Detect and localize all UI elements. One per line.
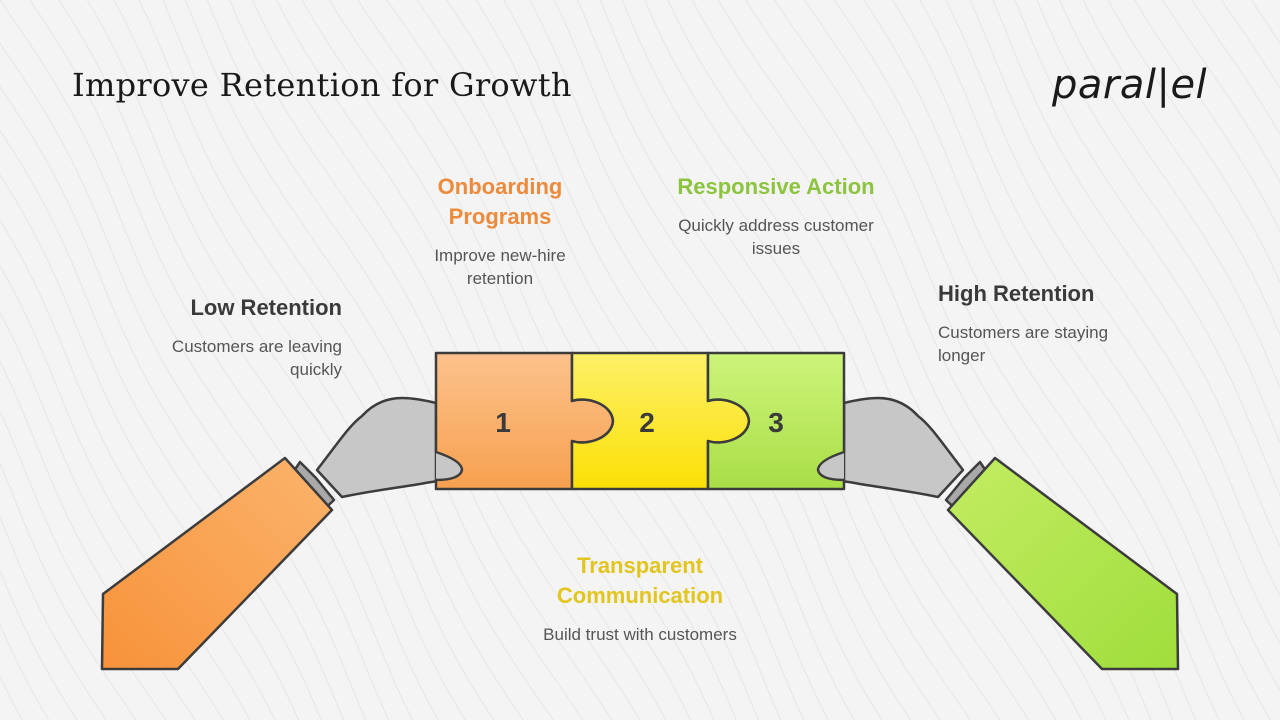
background-line: [1082, 0, 1280, 336]
page-title: Improve Retention for Growth: [72, 66, 572, 104]
background-line: [0, 129, 322, 720]
background-line: [0, 462, 137, 720]
piece-number-2: 2: [639, 407, 655, 438]
background-line: [0, 85, 344, 720]
background-line: [1107, 0, 1280, 284]
high-retention-heading: High Retention: [938, 281, 1095, 306]
background-line: [644, 0, 1057, 720]
background-line: [138, 0, 524, 720]
background-line: [1036, 0, 1280, 444]
background-line: [0, 0, 389, 720]
piece-number-3: 3: [768, 407, 784, 438]
transparent-heading: Transparent Communication: [556, 553, 724, 608]
background-line: [1059, 0, 1280, 390]
background-line: [0, 569, 78, 720]
background-line: [1162, 0, 1280, 184]
responsive-label: Responsive Action Quickly address custom…: [676, 172, 876, 260]
low-retention-description: Customers are leaving quickly: [171, 337, 342, 379]
transparent-label: Transparent Communication Build trust wi…: [520, 551, 760, 646]
left-sleeve: [100, 456, 334, 671]
low-retention-label: Low Retention Customers are leaving quic…: [140, 293, 342, 381]
background-line: [162, 0, 554, 720]
background-line: [969, 0, 1280, 597]
high-retention-description: Customers are staying longer: [938, 323, 1109, 365]
responsive-heading: Responsive Action: [677, 174, 875, 199]
background-line: [86, 0, 466, 720]
background-line: [113, 0, 495, 720]
background-line: [945, 0, 1280, 645]
background-line: [667, 0, 1083, 720]
puzzle-piece-3: [706, 351, 846, 491]
piece-number-1: 1: [495, 407, 511, 438]
right-sleeve: [946, 456, 1180, 671]
background-line: [0, 515, 107, 720]
background-line: [863, 0, 1245, 720]
background-line: [0, 42, 367, 720]
onboarding-label: Onboarding Programs Improve new-hire ret…: [400, 172, 600, 290]
low-retention-heading: Low Retention: [190, 295, 342, 320]
parallel-logo: paral|el: [1052, 62, 1208, 108]
background-line: [1134, 0, 1280, 233]
background-line: [58, 0, 439, 720]
background-line: [992, 0, 1280, 548]
left-arm: [100, 396, 464, 671]
background-line: [206, 0, 613, 720]
onboarding-heading: Onboarding Programs: [437, 174, 563, 229]
transparent-description: Build trust with customers: [543, 625, 737, 644]
background-line: [1191, 0, 1280, 136]
background-line: [184, 0, 584, 720]
background-line: [919, 0, 1280, 691]
background-line: [892, 0, 1271, 720]
high-retention-label: High Retention Customers are staying lon…: [938, 279, 1158, 367]
background-line: [29, 0, 413, 720]
onboarding-description: Improve new-hire retention: [434, 246, 566, 288]
right-arm: [816, 396, 1180, 671]
background-line: [1014, 0, 1280, 497]
responsive-description: Quickly address customer issues: [678, 216, 874, 258]
background-line: [0, 410, 167, 720]
